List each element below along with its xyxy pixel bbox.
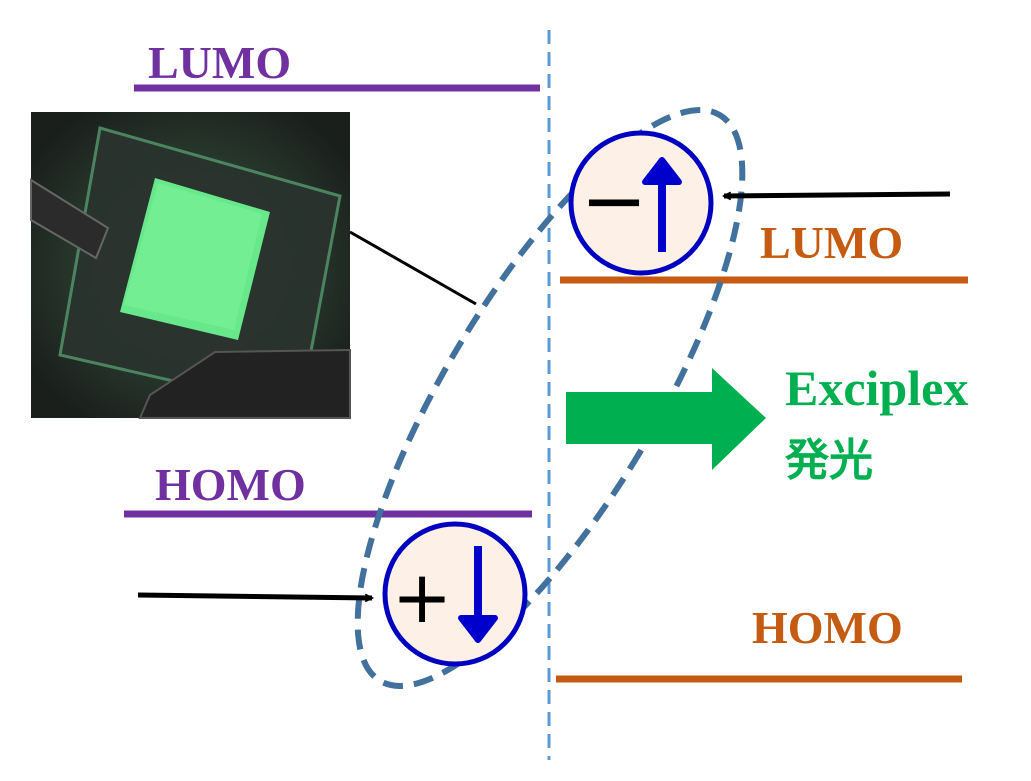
emission-label-line1: Exciplex [785,360,968,416]
photo-pointer-line [349,230,477,306]
acceptor-homo-label: HOMO [752,602,903,653]
block-arrow-right-icon [566,368,766,470]
exciplex-ellipse [354,107,746,689]
emission-label-line2: 発光 [784,435,873,486]
electron-carrier: − [568,130,714,276]
electron-injection-arrow [724,191,951,196]
hole-carrier: + [382,521,528,667]
device-photo [30,112,351,419]
spin-down-arrow-icon [458,546,498,643]
donor-homo-label: HOMO [155,459,306,510]
hole-sign: + [392,555,452,639]
acceptor-lumo-label: LUMO [760,217,903,268]
electron-sign: − [580,154,647,247]
spin-up-arrow-icon [642,157,682,252]
donor-lumo-label: LUMO [148,37,291,88]
hole-injection-arrow [137,592,372,598]
